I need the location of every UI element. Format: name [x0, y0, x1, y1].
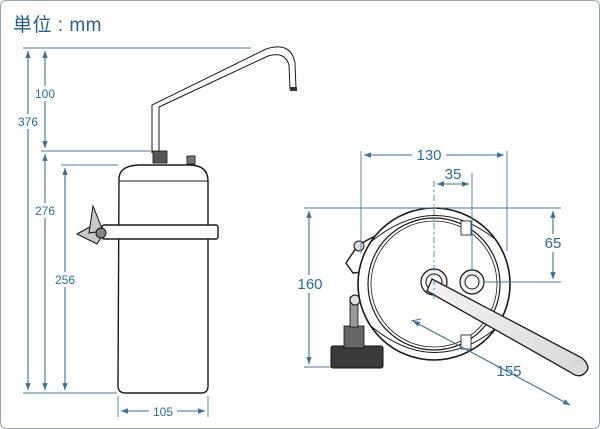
mounting-bracket — [101, 224, 219, 240]
dim-spout-reach: 155 — [496, 363, 521, 380]
dim-body-width: 105 — [153, 405, 173, 419]
dim-housing-height: 276 — [35, 204, 55, 218]
dim-spout-rise: 100 — [35, 87, 55, 101]
top-view: 130 35 65 160 155 — [293, 145, 589, 406]
side-view: 100 376 276 256 105 — [13, 46, 297, 419]
filter-housing — [117, 164, 209, 394]
wing-nut-icon — [95, 227, 107, 239]
dim-overall-depth: 160 — [297, 276, 322, 293]
dim-total-height: 376 — [18, 115, 38, 129]
dim-body-height: 256 — [55, 273, 75, 287]
clamp-knob-icon — [330, 345, 384, 369]
dim-port-offset: 65 — [545, 235, 562, 252]
dim-port-spacing: 35 — [445, 166, 462, 183]
unit-label: 単位 : mm — [13, 15, 102, 36]
dim-overall-width: 130 — [416, 147, 441, 164]
